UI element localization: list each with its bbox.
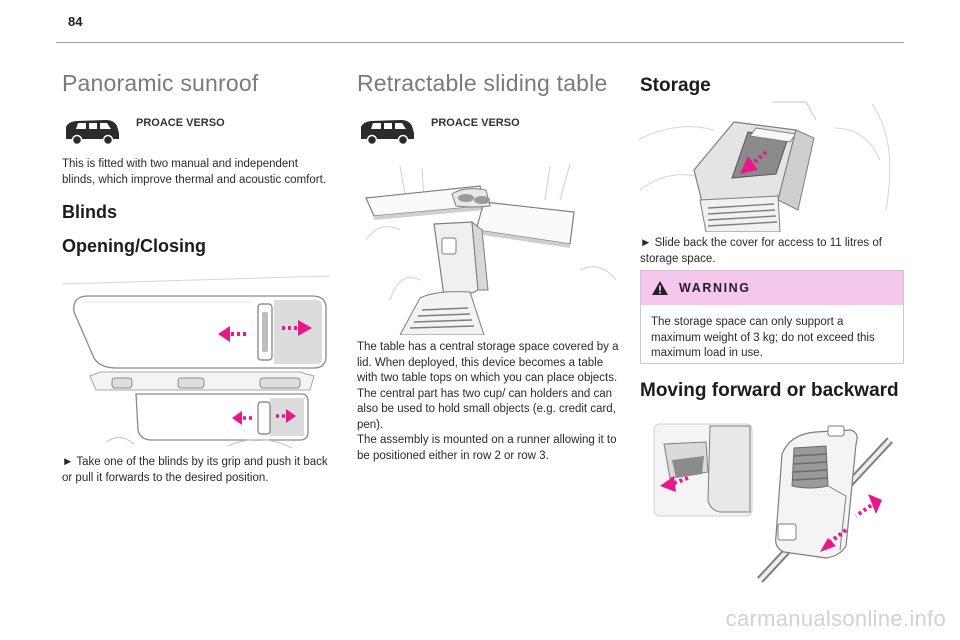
table-runner-text: The assembly is mounted on a runner allo… xyxy=(357,434,617,462)
section-title-storage: Storage xyxy=(640,75,711,96)
instruction-storage: ► Slide back the cover for access to 11 … xyxy=(640,237,882,265)
instruction-blinds: ► Take one of the blinds by its grip and… xyxy=(62,456,328,484)
moving-illustration xyxy=(653,423,893,583)
model-label: PROACE VERSO xyxy=(136,117,225,129)
warning-header: WARNING xyxy=(641,271,903,305)
section-title-sunroof: Panoramic sunroof xyxy=(62,70,259,96)
warning-triangle-icon xyxy=(652,281,668,295)
section-title-table: Retractable sliding table xyxy=(357,70,608,96)
page-number: 84 xyxy=(68,14,83,29)
header-rule xyxy=(56,42,904,43)
table-description: The table has a central storage space co… xyxy=(357,341,619,431)
van-icon xyxy=(66,120,119,146)
watermark: carmanualsonline.info xyxy=(725,606,946,631)
warning-box: WARNING The storage space can only suppo… xyxy=(640,270,904,364)
model-label: PROACE VERSO xyxy=(431,117,520,129)
column-sliding-table: Retractable sliding table PROACE VERSO xyxy=(357,60,622,147)
storage-illustration xyxy=(637,101,891,232)
sliding-table-illustration xyxy=(365,163,617,335)
van-icon xyxy=(361,120,414,146)
column-panoramic-sunroof: Panoramic sunroof PROACE VERSO This is f… xyxy=(62,60,332,257)
heading-blinds: Blinds xyxy=(62,202,118,222)
heading-moving: Moving forward or backward xyxy=(640,380,899,401)
warning-text: The storage space can only support a max… xyxy=(651,316,875,359)
sunroof-illustration xyxy=(61,275,331,449)
model-row: PROACE VERSO xyxy=(62,113,332,147)
intro-text: This is fitted with two manual and indep… xyxy=(62,158,326,186)
heading-opening-closing: Opening/Closing xyxy=(62,236,206,256)
model-row-2: PROACE VERSO xyxy=(357,113,622,147)
warning-title: WARNING xyxy=(679,281,751,295)
table-text: The table has a central storage space co… xyxy=(357,340,622,464)
